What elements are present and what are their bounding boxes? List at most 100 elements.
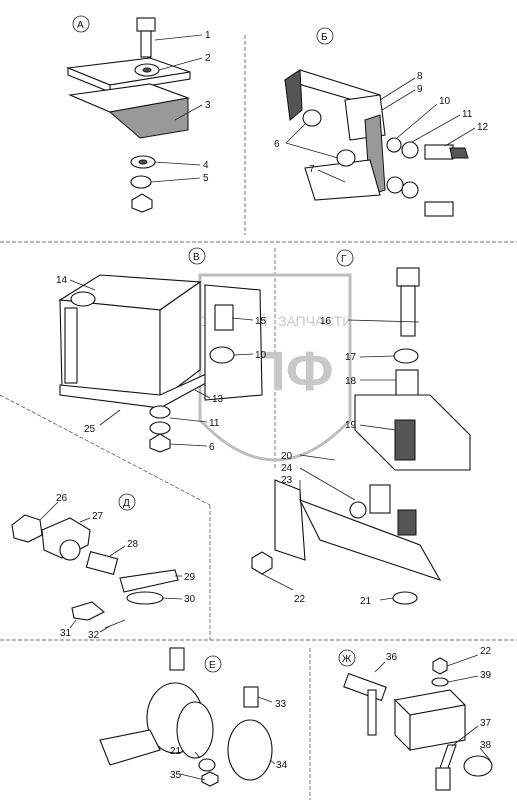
box-side (159, 280, 201, 402)
label-35: 35 (170, 770, 182, 781)
key-29 (119, 569, 179, 593)
rubber-pad (108, 97, 189, 139)
section-v-label: В (193, 252, 200, 263)
label-5: 5 (203, 173, 209, 184)
lower-plate (304, 159, 381, 201)
label-4: 4 (203, 160, 209, 171)
section-b: Б 8 9 10 11 12 6 7 (274, 27, 489, 217)
handle (99, 729, 161, 766)
label-3: 3 (205, 100, 211, 111)
label-10: 10 (439, 96, 451, 107)
section-a-label: А (77, 20, 84, 31)
washer-21 (392, 591, 418, 605)
panel-dividers (0, 35, 517, 800)
label-23: 23 (281, 475, 293, 486)
bolt-shank (140, 30, 152, 58)
label-28: 28 (127, 539, 139, 550)
label-32: 32 (88, 630, 100, 641)
washer-lower (386, 176, 404, 194)
bolt-15 (214, 304, 234, 331)
fitting-top (169, 647, 185, 671)
label-18: 18 (345, 376, 357, 387)
section-b-label: Б (321, 32, 328, 43)
nut-6-upper (302, 109, 322, 127)
section-d: Д 26 27 28 29 30 31 32 (11, 493, 196, 641)
washer-39 (431, 677, 449, 687)
bolt-33 (243, 686, 259, 708)
section-d-circle (118, 493, 136, 511)
clip-31 (71, 601, 105, 621)
section-g-label: Г (341, 254, 347, 265)
bolt-37 (439, 744, 457, 769)
label-31: 31 (60, 628, 72, 639)
mount-plate (204, 284, 263, 401)
label-33: 33 (275, 699, 287, 710)
section-b-circle (316, 27, 334, 45)
section-d-label: Д (123, 498, 130, 509)
washer-17 (393, 348, 419, 364)
watermark-line2: ЗАПЧАСТИ (278, 313, 352, 329)
label-7: 7 (309, 164, 315, 175)
bolt-head (136, 17, 156, 32)
label-16: 16 (320, 316, 332, 327)
nut-35 (201, 771, 219, 787)
section-zh-label: Ж (342, 654, 352, 665)
label-20: 20 (281, 451, 293, 462)
fitting-28 (85, 550, 119, 576)
bolt-16-head (396, 267, 420, 287)
section-e: Е 33 21 35 34 (99, 647, 288, 787)
label-12: 12 (477, 122, 489, 133)
section-v-circle (188, 247, 206, 265)
label-24: 24 (281, 463, 293, 474)
bushing-38 (463, 755, 493, 777)
section-e-label: Е (209, 660, 216, 671)
section-zh-circle (338, 649, 356, 667)
washer-10 (209, 346, 235, 364)
label-14: 14 (56, 275, 68, 286)
bolt-lower (424, 201, 454, 217)
nut-6 (149, 433, 171, 453)
label-38: 38 (480, 740, 492, 751)
label-22: 22 (294, 594, 306, 605)
label-6: 6 (274, 139, 280, 150)
section-a-circle (72, 15, 90, 33)
label-36: 36 (386, 652, 398, 663)
label-21: 21 (170, 746, 182, 757)
cap-14 (70, 291, 96, 307)
label-9: 9 (417, 84, 423, 95)
pin-30 (126, 591, 164, 605)
label-22: 22 (480, 646, 492, 657)
label-21: 21 (360, 596, 372, 607)
washer-24 (349, 501, 367, 519)
washer-21 (198, 758, 216, 772)
label-11: 11 (462, 109, 473, 120)
label-10: 10 (255, 350, 267, 361)
label-17: 17 (345, 352, 357, 363)
section-a: А 1 2 3 4 5 (65, 15, 211, 213)
bolt-37-head (435, 767, 451, 791)
section-g: Г 16 17 18 19 20 24 23 22 21 (251, 249, 471, 607)
band-34 (227, 719, 273, 781)
lower-bracket (298, 498, 442, 581)
plate-23 (274, 479, 306, 561)
label-34: 34 (276, 760, 288, 771)
bolt-36 (367, 689, 377, 736)
label-37: 37 (480, 718, 492, 729)
pipe-36 (343, 672, 387, 702)
bolt-16-shank (400, 285, 416, 337)
section-g-circle (336, 249, 354, 267)
label-11: 11 (209, 418, 220, 429)
label-25: 25 (84, 424, 96, 435)
label-26: 26 (56, 493, 68, 504)
bolt-20 (369, 484, 391, 514)
box-edge (64, 307, 78, 384)
section-zh: Ж 36 22 39 37 38 (338, 646, 493, 791)
nut-6-lower (336, 149, 356, 167)
sleeve (394, 419, 416, 461)
label-6: 6 (209, 442, 215, 453)
bolt-12 (424, 144, 454, 160)
bushing-lower (397, 509, 417, 536)
label-39: 39 (480, 670, 492, 681)
